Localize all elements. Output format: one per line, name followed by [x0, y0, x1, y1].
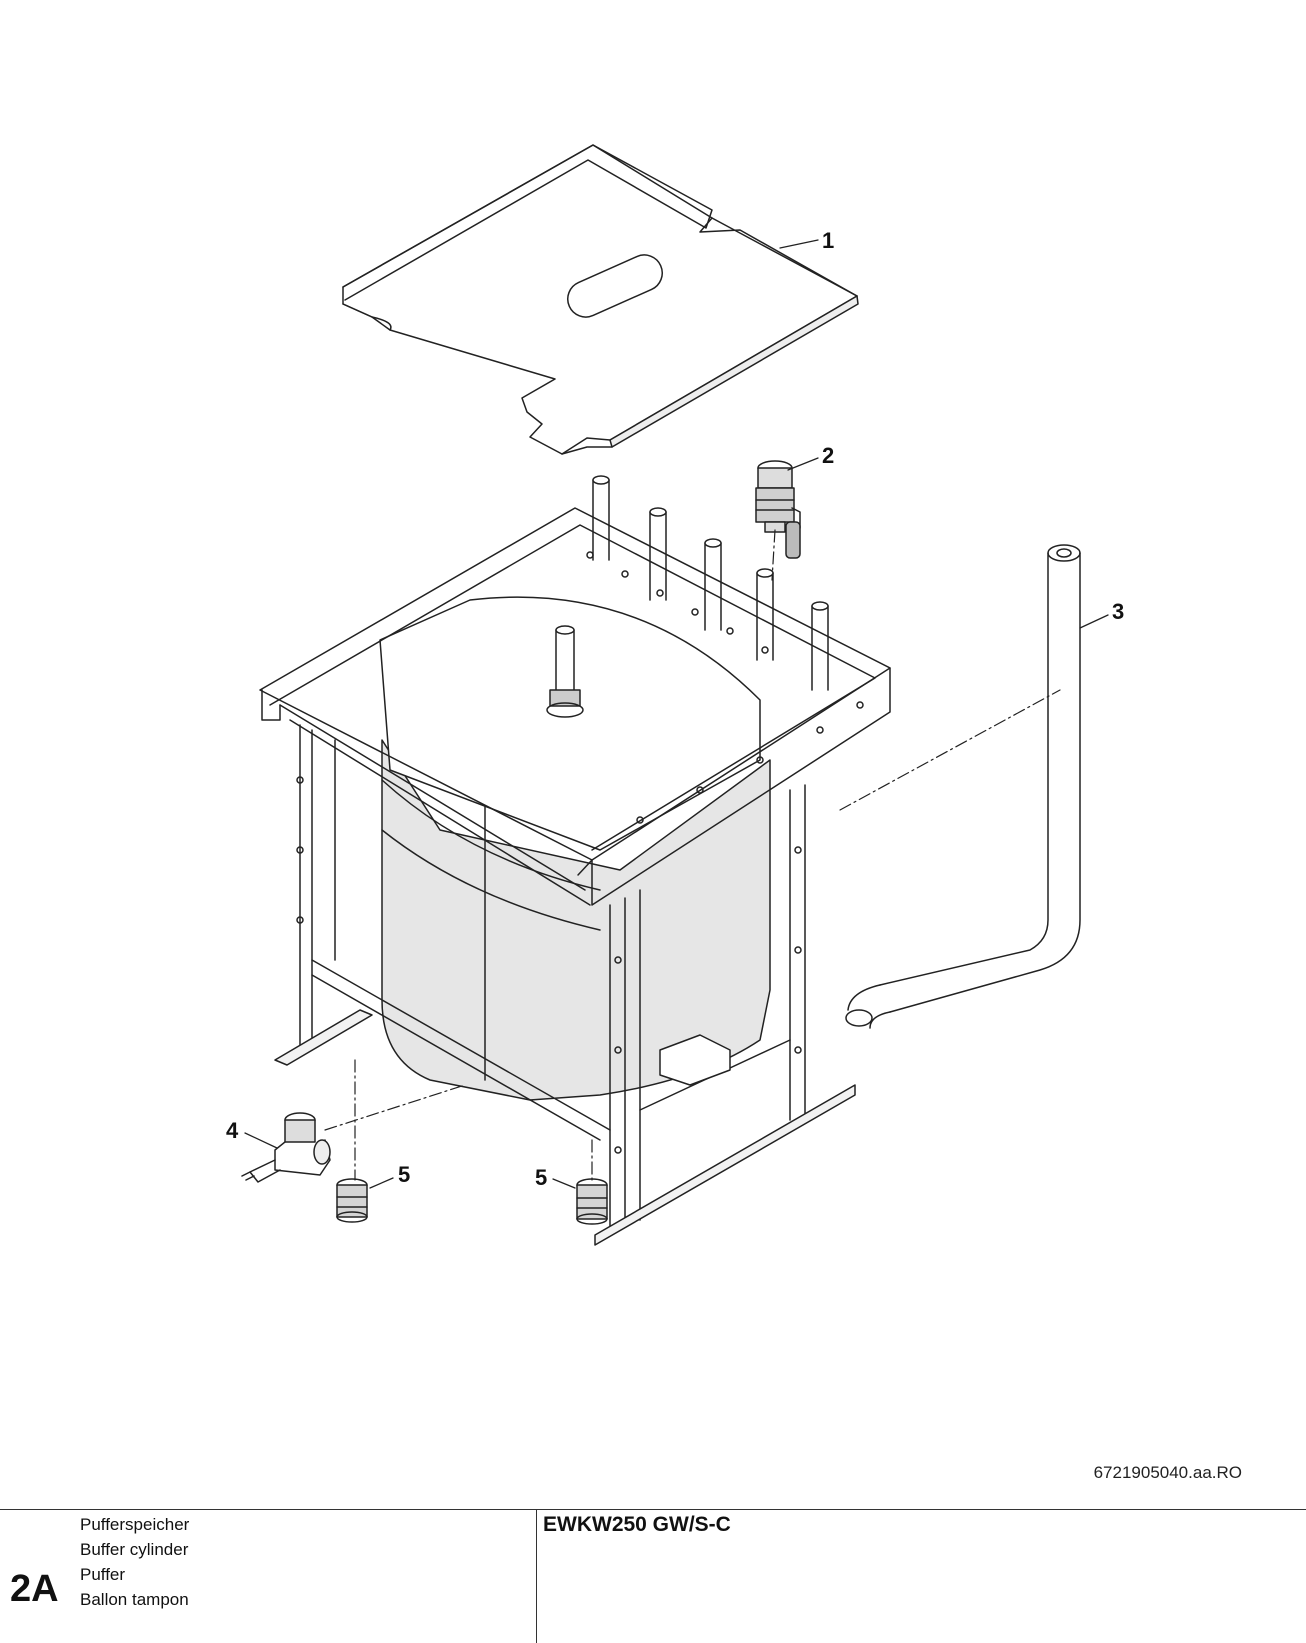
- section-name-fr: Ballon tampon: [80, 1590, 189, 1609]
- assembly-lines: [324, 529, 1061, 1181]
- leader-lines: [244, 239, 1109, 1189]
- ball-valve: [755, 460, 801, 559]
- buffer-tank: [379, 596, 771, 1101]
- fitting-left: [336, 1178, 368, 1223]
- callout-2: 2: [822, 443, 834, 468]
- callout-4: 4: [226, 1118, 239, 1143]
- fitting-right: [576, 1178, 608, 1225]
- callout-1: 1: [822, 228, 834, 253]
- model-name: EWKW250 GW/S-C: [543, 1513, 731, 1536]
- tank-connection-pipes: [592, 475, 829, 691]
- callout-3: 3: [1112, 599, 1124, 624]
- callout-5-right: 5: [535, 1165, 547, 1190]
- section-name-de: Pufferspeicher: [80, 1515, 190, 1534]
- section-names: Pufferspeicher Buffer cylinder Puffer Ba…: [80, 1512, 189, 1612]
- top-cover-panel: [342, 144, 859, 455]
- callout-5-left: 5: [398, 1162, 410, 1187]
- connection-pipe: [845, 544, 1081, 1029]
- exploded-parts-diagram: 1 2 3 4 5 5: [226, 144, 1124, 1246]
- footer-separator: [0, 1509, 1306, 1510]
- section-code: 2A: [10, 1568, 59, 1610]
- document-number: 6721905040.aa.RO: [1093, 1463, 1242, 1482]
- drain-valve: [241, 1112, 331, 1183]
- section-name-nl: Puffer: [80, 1565, 126, 1584]
- section-name-en: Buffer cylinder: [80, 1540, 189, 1559]
- support-frame: [259, 507, 891, 1246]
- footer-divider: [536, 1509, 537, 1643]
